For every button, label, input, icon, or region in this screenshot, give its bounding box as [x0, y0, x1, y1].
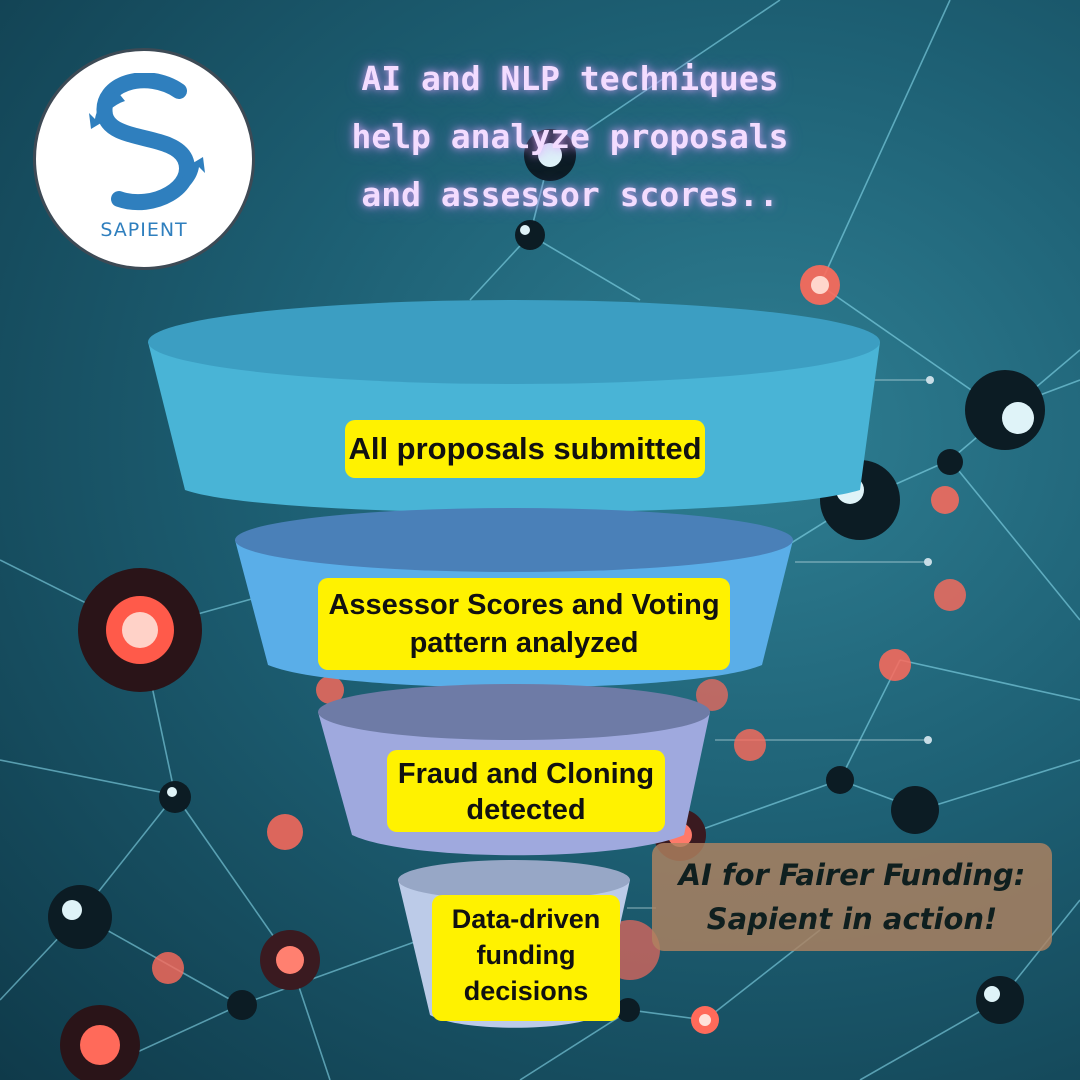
stage-4-line-1: Data-driven [451, 904, 601, 934]
stage-1-label: All proposals submitted [345, 420, 705, 478]
funnel-tier-1-rim [148, 300, 880, 384]
stage-4-label: Data-driven funding decisions [432, 895, 620, 1021]
stage-3-line-2: detected [466, 794, 586, 826]
stage-2-label: Assessor Scores and Voting pattern analy… [318, 578, 730, 670]
headline: AI and NLP techniques help analyze propo… [280, 50, 860, 224]
stage-4-line-2: funding [476, 940, 576, 970]
headline-line-2: help analyze proposals [351, 117, 789, 156]
funnel-tier-4-rim [398, 860, 630, 900]
stage-4-line-3: decisions [463, 976, 589, 1006]
stage-3-line-1: Fraud and Cloning [397, 758, 655, 790]
funnel-tier-2-rim [235, 508, 793, 572]
stage-2-line-2: pattern analyzed [409, 627, 639, 659]
tagline-line-1: AI for Fairer Funding: [678, 858, 1026, 892]
sapient-logo: SAPIENT [33, 48, 255, 270]
headline-line-1: AI and NLP techniques [361, 59, 779, 98]
stage-1-line-1: All proposals submitted [348, 431, 702, 466]
stage-3-label: Fraud and Cloning detected [387, 750, 665, 832]
headline-line-3: and assessor scores.. [361, 175, 779, 214]
tagline-box: AI for Fairer Funding: Sapient in action… [652, 843, 1052, 951]
stage-2-line-1: Assessor Scores and Voting [328, 589, 720, 621]
funnel-tier-3-rim [318, 684, 710, 740]
logo-wordmark: SAPIENT [100, 219, 188, 241]
twin-fish-s-icon [89, 73, 205, 211]
tagline-line-2: Sapient in action! [706, 902, 998, 936]
